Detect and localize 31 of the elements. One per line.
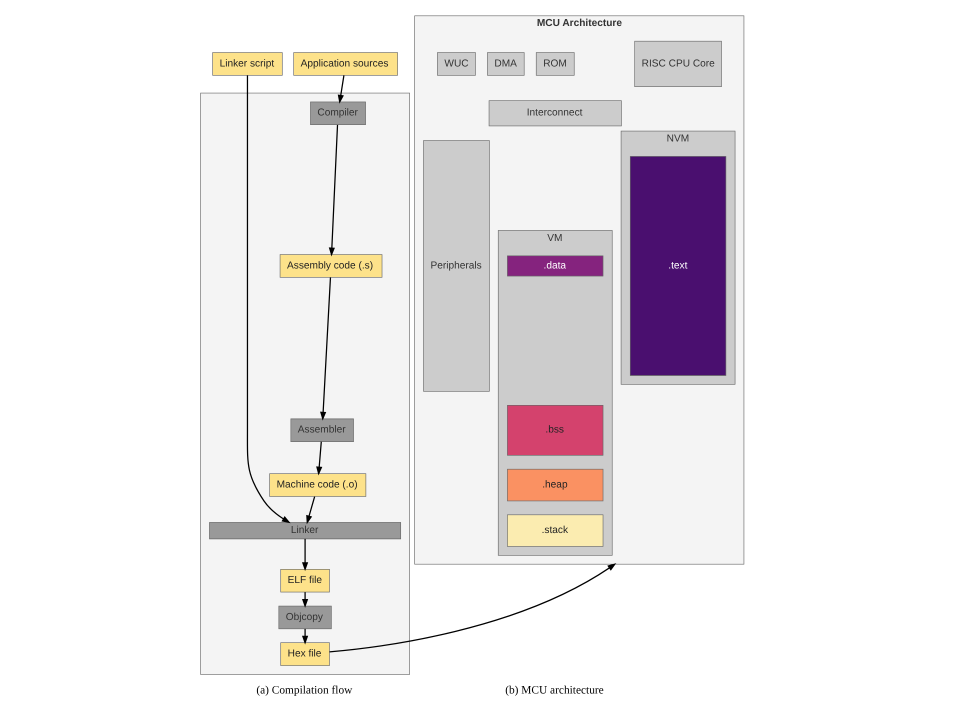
node-box: .data [506, 256, 603, 276]
node-box: Hex file [280, 642, 330, 666]
node-box: .heap [506, 468, 603, 502]
node-box: .bss [506, 404, 603, 456]
node-box: Linker [208, 522, 401, 540]
node-box: WUC [436, 52, 476, 76]
node-box: Peripherals [422, 140, 490, 392]
arrow [246, 75, 290, 524]
node-box: ROM [535, 52, 574, 76]
node-box: Assembly code (.s) [279, 254, 382, 278]
arrow [337, 75, 344, 104]
node-box: Machine code (.o) [268, 473, 366, 497]
label: (a) Compilation flow [256, 684, 352, 697]
arrow [306, 496, 315, 524]
arrow [316, 442, 322, 476]
node-box: RISC CPU Core [634, 40, 722, 88]
arrow [301, 538, 308, 572]
arrow [328, 563, 616, 652]
node-box: DMA [486, 52, 524, 76]
node-box: Objcopy [278, 606, 332, 630]
node-box: Assembler [290, 418, 354, 442]
node-box: .stack [506, 514, 603, 547]
node-box: Interconnect [488, 100, 622, 126]
arrow [328, 124, 338, 256]
label: (b) MCU architecture [504, 684, 604, 697]
node-box: Application sources [292, 52, 398, 76]
node-box: ELF file [280, 568, 330, 592]
arrow [320, 278, 331, 421]
node-box: Linker script [212, 52, 282, 76]
node-box: Compiler [310, 102, 366, 126]
node-box: .text [629, 156, 726, 376]
